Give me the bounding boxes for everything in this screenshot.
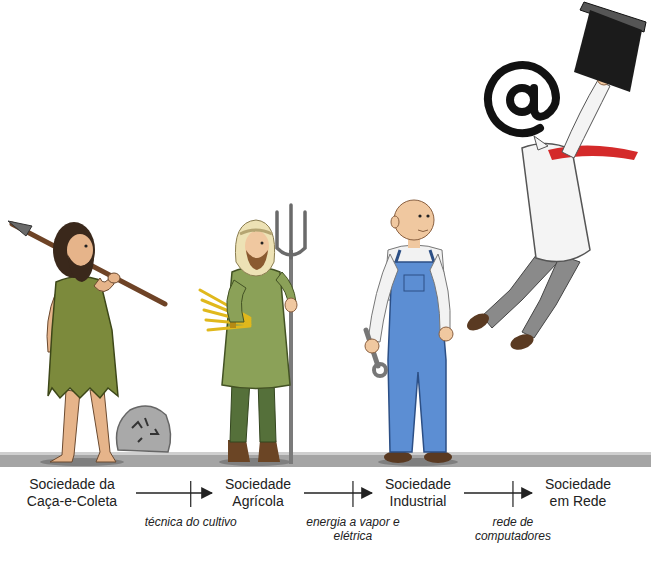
industrial-worker-figure-part (365, 339, 379, 353)
rock-painting-part (132, 418, 158, 442)
hunter-gatherer-figure (8, 221, 165, 462)
network-worker-figure-part (548, 145, 638, 160)
farmer-figure-part (240, 230, 272, 234)
network-worker-figure-part (508, 331, 535, 352)
farmer-figure-part (228, 440, 250, 462)
tick-mark (190, 481, 191, 507)
farmer-figure-part (222, 267, 290, 389)
farmer-figure-part (258, 380, 276, 442)
stage-label: Sociedade Industrial (376, 476, 460, 510)
edge-label: energia a vapor e elétrica (301, 515, 405, 543)
stage-name: Sociedade Industrial (376, 476, 460, 510)
arrow-connector (136, 492, 212, 494)
stage-name: Sociedade Agrícola (216, 476, 300, 510)
industrial-worker-figure-part (366, 330, 378, 366)
industrial-worker-figure-part (418, 214, 421, 217)
stage-name: Sociedade em Rede (536, 476, 620, 510)
edge-group (464, 481, 532, 507)
arrow-connector (304, 492, 372, 494)
industrial-worker-figure-part (391, 216, 399, 228)
tick-mark (512, 481, 513, 507)
industrial-worker-figure-part (426, 214, 429, 217)
industrial-worker-figure-part (439, 327, 453, 341)
network-worker-figure-part (522, 255, 580, 338)
industrial-worker-figure-part (424, 451, 452, 463)
edge-group (136, 481, 212, 507)
farmer-figure-part (246, 250, 268, 270)
network-worker-figure-part (522, 143, 590, 261)
rock-painting (117, 406, 171, 452)
edge-group (304, 481, 372, 507)
farmer-figure-part (235, 220, 274, 276)
hunter-gatherer-figure-part (50, 390, 80, 462)
rock-painting-part (117, 406, 171, 452)
industrial-worker-figure-part (374, 364, 386, 376)
network-worker-figure-part (534, 136, 548, 150)
industrial-worker-figure-part (384, 451, 412, 463)
network-worker-figure-part (562, 80, 610, 158)
farmer-figure (200, 205, 305, 464)
industrial-worker-figure-part (394, 200, 434, 240)
network-worker-figure-part (464, 310, 492, 334)
industrial-worker-figure-part (404, 275, 424, 291)
industrial-worker-figure-part (430, 254, 450, 330)
stage-label: Sociedade Agrícola (216, 476, 300, 510)
farmer-figure-part (285, 298, 297, 312)
farmer-figure-part (277, 205, 305, 258)
network-worker-figure-part (574, 10, 642, 92)
industrial-worker-figure (365, 200, 453, 463)
farmer-figure-part (227, 280, 246, 322)
farmer-figure-part (261, 242, 264, 245)
stage-label: Sociedade em Rede (536, 476, 620, 510)
industrial-worker-figure-part (368, 254, 398, 342)
farmer-figure-part (258, 440, 280, 462)
edge-label: técnica do cultivo (139, 515, 243, 529)
network-worker-figure-part (488, 65, 556, 133)
hunter-gatherer-figure-part (68, 255, 94, 282)
hunter-gatherer-figure-part (84, 244, 87, 247)
ground-part (0, 452, 651, 455)
tick-mark (352, 481, 353, 507)
farmer-figure-part (230, 380, 250, 442)
industrial-worker-figure-part (418, 230, 428, 232)
industrial-worker-figure-part (430, 250, 434, 262)
arrow-connector (464, 492, 532, 494)
farmer-figure-part-part (208, 326, 250, 330)
edge-label: rede de computadores (461, 515, 565, 543)
hunter-gatherer-figure-part (108, 273, 120, 283)
hunter-gatherer-figure-part (8, 221, 32, 236)
hunter-gatherer-figure-part (90, 390, 116, 462)
stage-label: Sociedade da Caça-e-Coleta (12, 476, 132, 510)
stage-name: Sociedade da Caça-e-Coleta (12, 476, 132, 510)
hunter-gatherer-figure-part (48, 276, 118, 398)
industrial-worker-figure-part (396, 250, 400, 262)
network-worker-figure (464, 2, 646, 353)
